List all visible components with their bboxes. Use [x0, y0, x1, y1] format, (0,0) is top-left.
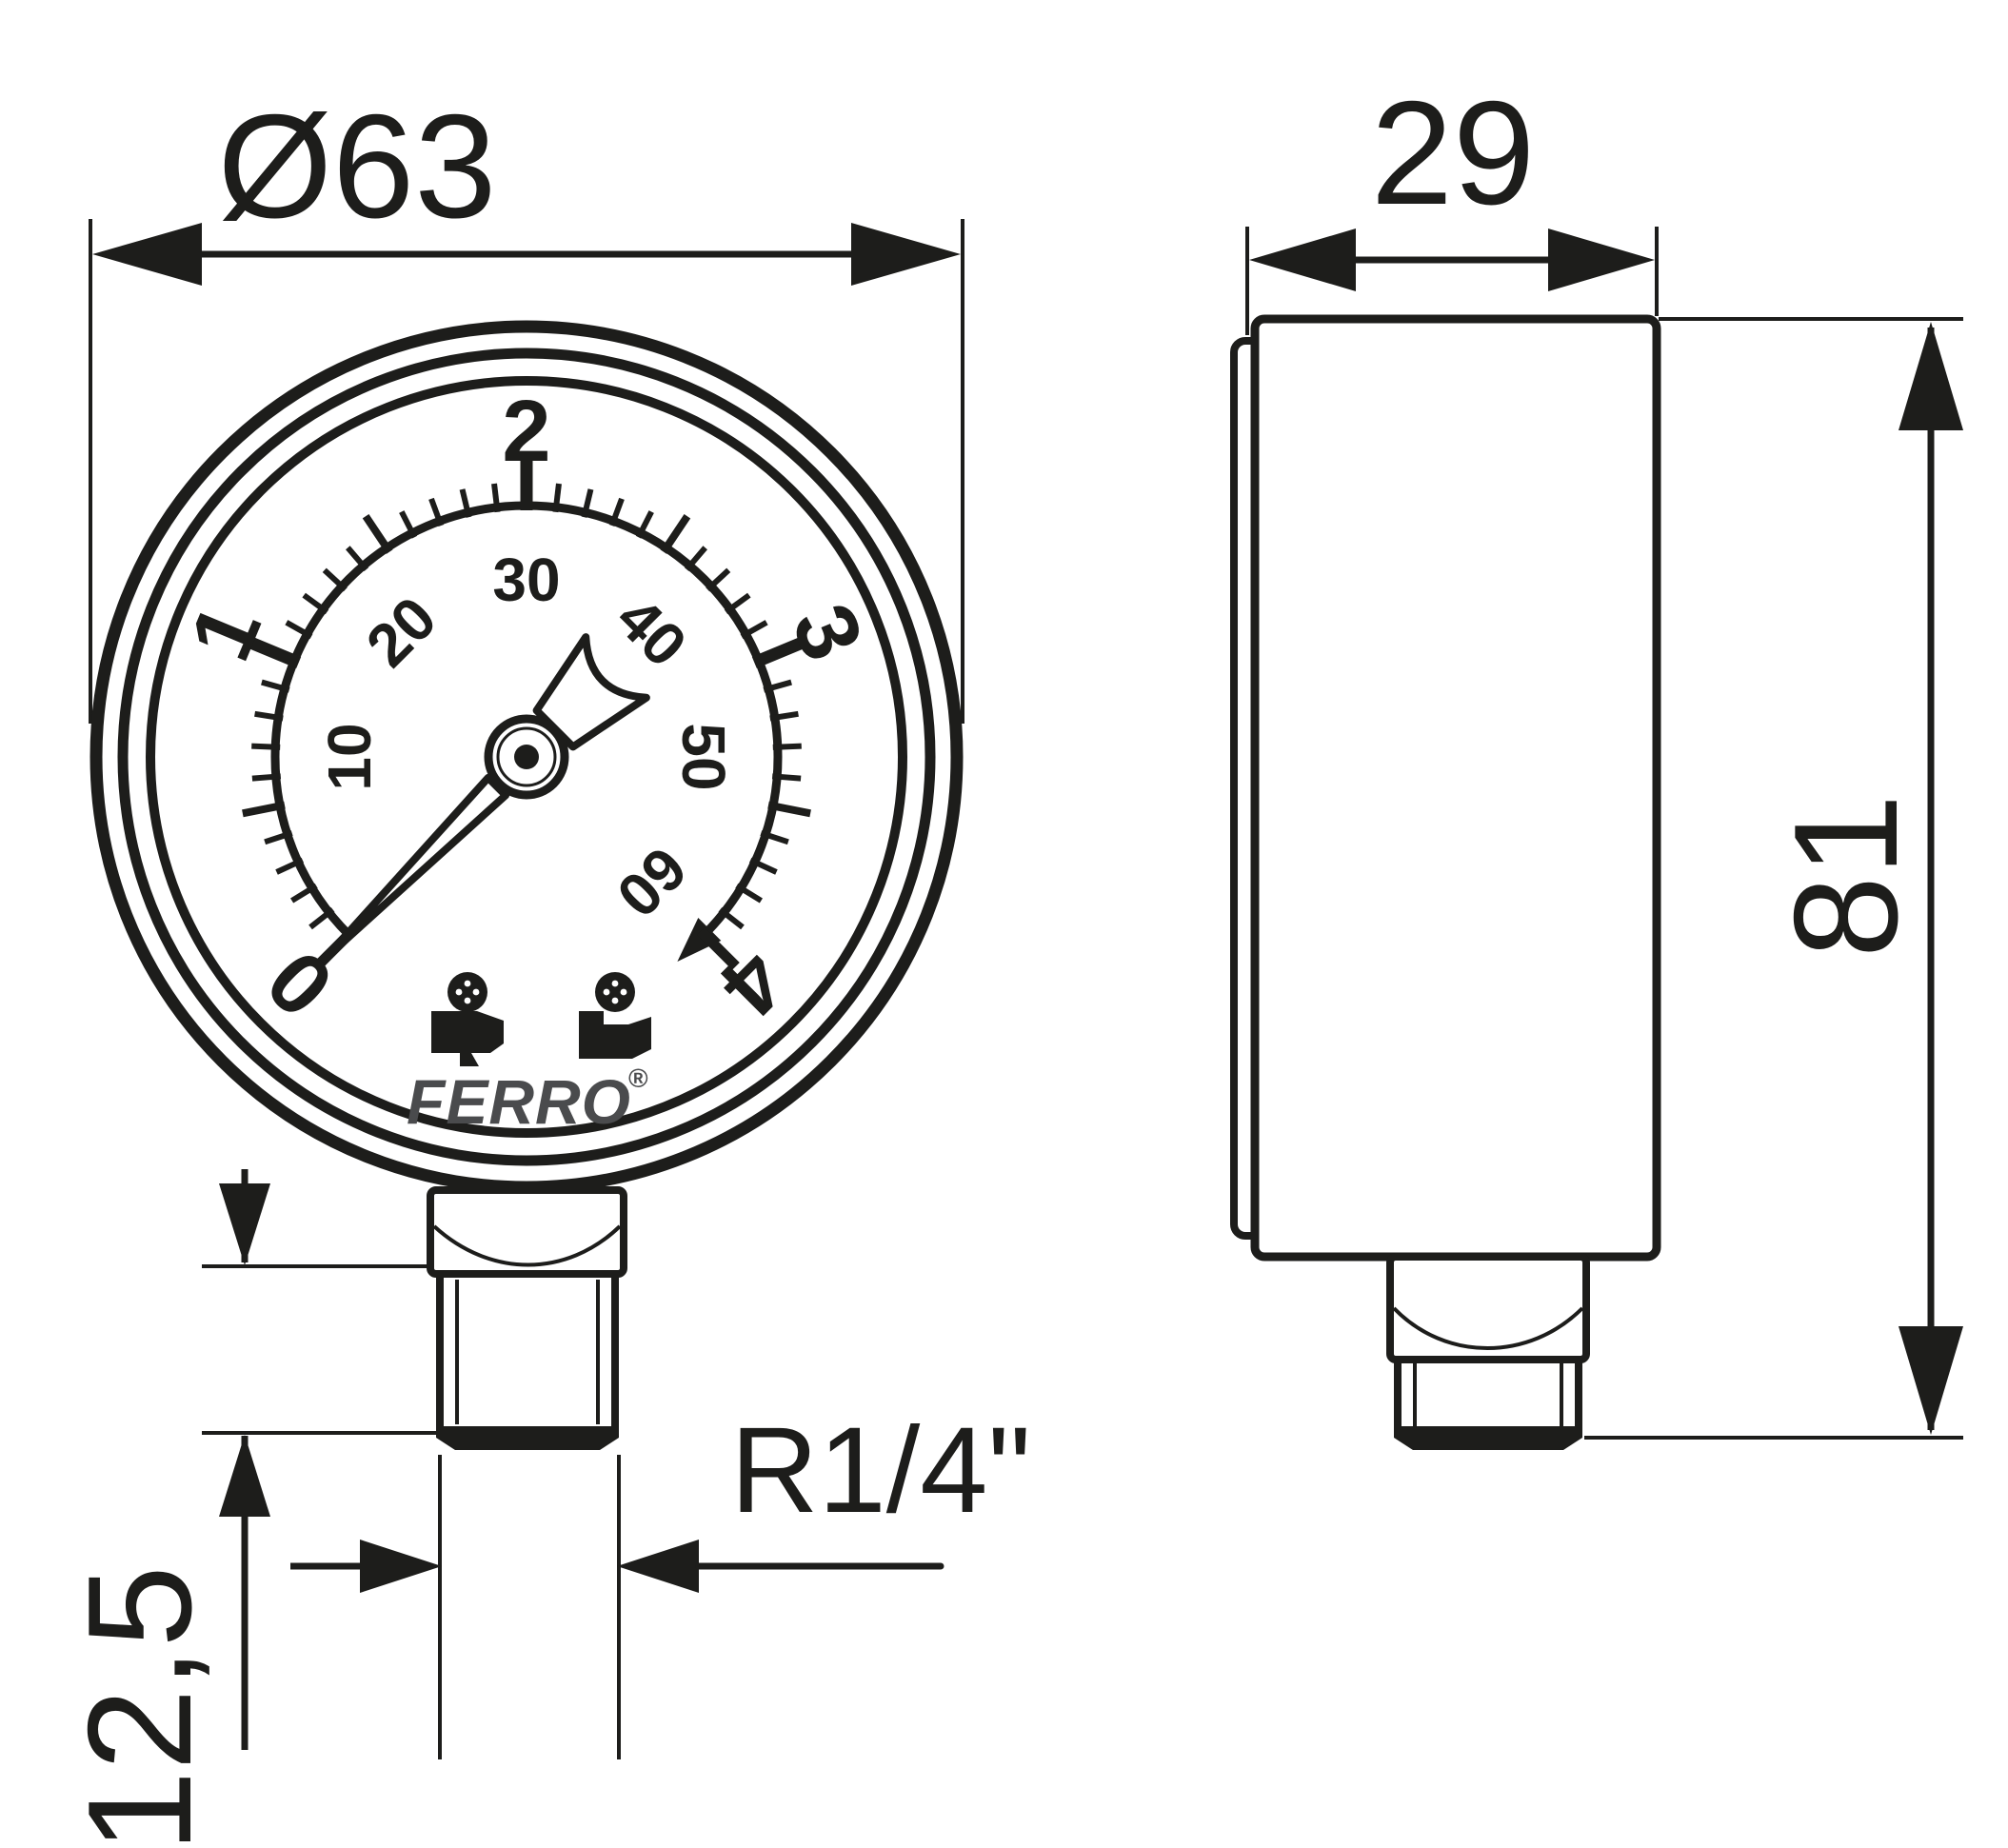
arrowhead-left-icon [617, 1540, 699, 1593]
scale-tick [242, 801, 286, 818]
scale-tick [285, 620, 313, 640]
scale-tick [697, 927, 740, 970]
dimension-thread-length-label: 12,5 [57, 1565, 222, 1848]
scale-tick [322, 567, 348, 592]
arrowhead-right-icon [851, 223, 961, 286]
hex-chamfer-curve [1392, 1306, 1584, 1350]
handwheel-icon [595, 972, 635, 1012]
gauge-body-side [1250, 314, 1661, 1262]
threaded-stem [436, 1270, 619, 1436]
valve-body [431, 1011, 504, 1066]
scale-tick [251, 743, 281, 750]
dimension-depth-label: 29 [1371, 70, 1535, 235]
hex-chamfer-curve [432, 1224, 622, 1267]
dimension-thread-size-label: R1/4" [730, 1402, 1031, 1539]
scale-tick [718, 906, 745, 930]
scale-tick [760, 830, 789, 845]
thread-end-chamfer [436, 1426, 619, 1450]
bezel-ring-middle [117, 348, 936, 1166]
dimension-thread-size: R1/4" [290, 1402, 1031, 1759]
dimension-depth: 29 [1245, 70, 1659, 335]
scale-tick [763, 679, 792, 693]
arrowhead-right-icon [1548, 229, 1655, 291]
hub-ring [496, 726, 557, 787]
arrowhead-down-icon [1899, 1326, 1963, 1435]
scale-tick [684, 546, 707, 572]
scale-tick [608, 497, 625, 527]
scale-tick [261, 679, 290, 693]
threaded-stem [1394, 1356, 1582, 1436]
dimension-diameter-label: Ø63 [218, 84, 497, 248]
scale-tick [362, 514, 393, 554]
scale-label-bar: 2 [502, 383, 550, 480]
scale-tick [769, 710, 799, 722]
scale-tick [399, 510, 418, 539]
scale-tick [751, 634, 810, 668]
scale-tick [581, 488, 594, 518]
scale-tick [346, 546, 369, 572]
dimension-thread-length: 12,5 [57, 1169, 446, 1848]
scale-tick [724, 592, 751, 615]
brand-logo: FERRO [407, 1066, 631, 1137]
dimension-height-label: 81 [1763, 794, 1928, 958]
registered-mark: ® [628, 1063, 648, 1093]
bezel-ring-inner [146, 376, 907, 1138]
arrowhead-left-icon [92, 223, 202, 286]
valve-body [579, 1011, 651, 1059]
needle-counterweight [532, 633, 650, 751]
stem-collar [1386, 1253, 1590, 1363]
scale-end-arrow-icon [677, 917, 722, 962]
side-stem [1386, 1253, 1590, 1450]
scale-tick [772, 743, 802, 750]
arrowhead-up-icon [219, 1435, 270, 1517]
scale-tick [302, 592, 329, 615]
arrowhead-down-icon [219, 1183, 270, 1265]
front-stem [427, 1186, 627, 1450]
scale-tick [251, 773, 282, 782]
side-view: 29 81 [1230, 70, 1963, 1450]
scale-tick [767, 801, 811, 818]
needle-hub [484, 714, 569, 800]
scale-tick [552, 483, 562, 513]
dimension-diameter: Ø63 [89, 84, 964, 724]
scale-tick [740, 620, 768, 640]
dimension-height: 81 [1584, 317, 1963, 1440]
scale-tick [428, 497, 445, 527]
scale-tick [459, 488, 472, 518]
scale-tick [706, 567, 731, 592]
scale-tick [275, 857, 305, 875]
scale-tick [771, 773, 802, 782]
hub-center-dot [514, 745, 539, 769]
thread-end-chamfer [1394, 1426, 1582, 1450]
scale-tick [290, 883, 318, 904]
scale-label-psi: 10 [315, 723, 384, 790]
scale-tick [264, 830, 293, 845]
valve-pictogram-right-icon [579, 972, 651, 1059]
stem-collar [427, 1186, 627, 1278]
handwheel-icon [447, 972, 487, 1012]
scale-tick [735, 883, 763, 904]
scale-label-psi: 50 [669, 723, 738, 790]
scale-tick [491, 483, 501, 513]
arrowhead-up-icon [1899, 322, 1963, 430]
scale-tick [243, 634, 302, 668]
arrowhead-left-icon [1249, 229, 1356, 291]
scale-tick [748, 857, 778, 875]
scale-tick [308, 906, 335, 930]
scale-tick [660, 514, 691, 554]
arrowhead-right-icon [360, 1540, 442, 1593]
scale-label-psi: 30 [492, 546, 560, 614]
scale-tick [254, 710, 284, 722]
scale-tick [635, 510, 654, 539]
valve-pictogram-left-icon [431, 972, 504, 1066]
needle [320, 633, 650, 964]
